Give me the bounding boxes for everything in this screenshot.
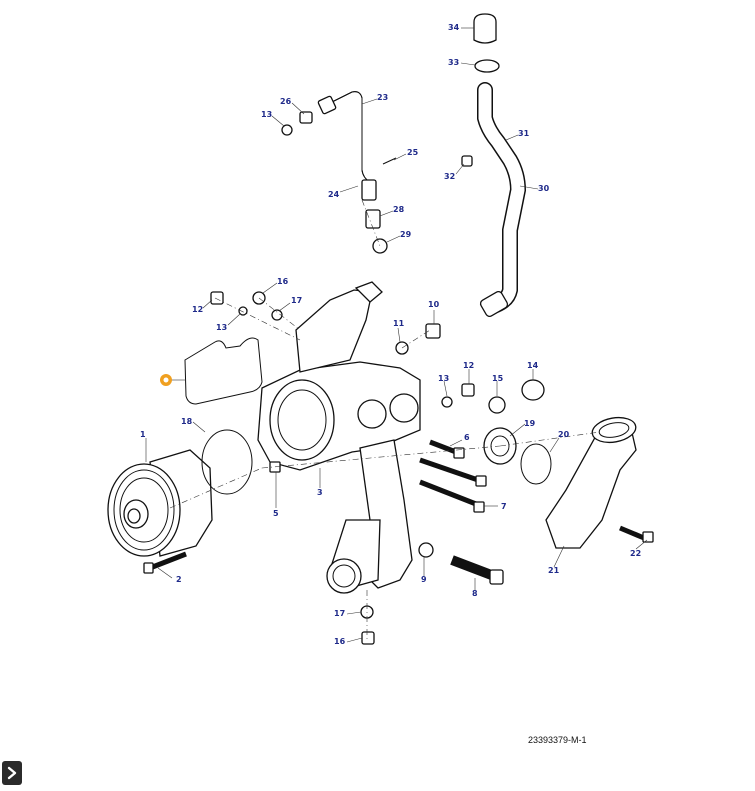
callout-16-bottom[interactable]: 16 (334, 637, 346, 646)
callout-13-top[interactable]: 13 (261, 110, 272, 119)
callout-28[interactable]: 28 (393, 205, 405, 214)
callout-11[interactable]: 11 (393, 319, 405, 328)
callout-19[interactable]: 19 (524, 419, 536, 428)
expand-panel-button[interactable] (2, 761, 22, 785)
assembly-lines (169, 199, 601, 640)
callout-15[interactable]: 15 (492, 374, 504, 383)
selected-part-marker[interactable] (160, 374, 186, 386)
callout-30[interactable]: 30 (538, 184, 550, 193)
callout-7[interactable]: 7 (501, 502, 507, 511)
callout-10[interactable]: 10 (428, 300, 440, 309)
callout-31[interactable]: 31 (518, 129, 530, 138)
callout-8[interactable]: 8 (472, 589, 478, 598)
callout-25[interactable]: 25 (407, 148, 419, 157)
main-housing (257, 281, 421, 594)
callout-20[interactable]: 20 (558, 430, 570, 439)
callout-29[interactable]: 29 (400, 230, 412, 239)
callout-13-left[interactable]: 13 (216, 323, 227, 332)
callout-1[interactable]: 1 (140, 430, 146, 439)
coolant-pipe-assembly (281, 91, 397, 254)
callout-23[interactable]: 23 (377, 93, 388, 102)
callout-6[interactable]: 6 (464, 433, 470, 442)
chevron-right-icon (7, 766, 17, 780)
callout-33[interactable]: 33 (448, 58, 459, 67)
leader-lines (145, 27, 648, 643)
right-side-fittings (395, 323, 545, 414)
callout-13-right[interactable]: 13 (438, 374, 449, 383)
water-pump (107, 429, 253, 557)
callout-12-left[interactable]: 12 (192, 305, 203, 314)
callout-26[interactable]: 26 (280, 97, 292, 106)
callout-21[interactable]: 21 (548, 566, 560, 575)
thermostat-outlet (483, 416, 637, 549)
callout-17-bottom[interactable]: 17 (334, 609, 345, 618)
callout-5[interactable]: 5 (273, 509, 279, 518)
callout-3[interactable]: 3 (317, 488, 323, 497)
figure-id-label: 23393379-M-1 (528, 735, 587, 745)
callout-24[interactable]: 24 (328, 190, 340, 199)
hose-assembly (461, 13, 527, 317)
bolts (143, 439, 654, 645)
callout-34[interactable]: 34 (448, 23, 460, 32)
callout-2[interactable]: 2 (176, 575, 182, 584)
callout-16-top[interactable]: 16 (277, 277, 289, 286)
callout-9[interactable]: 9 (421, 575, 427, 584)
callout-22[interactable]: 22 (630, 549, 641, 558)
callout-12-right[interactable]: 12 (463, 361, 474, 370)
upper-left-fittings (210, 291, 283, 321)
callout-32[interactable]: 32 (444, 172, 455, 181)
callout-17-top[interactable]: 17 (291, 296, 302, 305)
callout-18[interactable]: 18 (181, 417, 193, 426)
callouts: 1 2 3 5 6 7 8 9 10 11 12 12 13 13 13 14 … (140, 23, 641, 646)
callout-14[interactable]: 14 (527, 361, 539, 370)
housing-gasket (184, 337, 263, 405)
